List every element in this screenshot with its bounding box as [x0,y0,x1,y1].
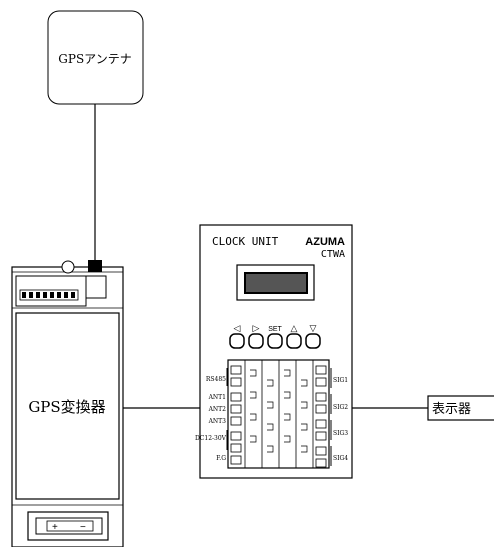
display-label: 表示器 [432,402,471,417]
set-button[interactable] [267,333,283,349]
up-button[interactable] [286,333,302,349]
terminal-label-dc: DC12-30V [195,435,227,442]
right-arrow-icon: ▷ [253,323,260,333]
left-terminal-labels: RS485 ANT1 ANT2 ANT3 DC12-30V F.G [195,376,227,462]
terminal-label-fg: F.G [216,455,226,462]
terminal-label-sig3: SIG3 [333,430,348,437]
display-device: 表示器 [427,395,494,421]
clock-unit: CLOCK UNIT AZUMA CTWA ◁ ▷ SET △ ▽ [195,224,353,479]
mount-hole [61,260,75,274]
battery [46,520,94,532]
left-arrow-icon: ◁ [234,323,241,333]
clock-unit-title: CLOCK UNIT [212,235,279,248]
up-arrow-icon: △ [291,323,298,333]
gps-antenna: GPSアンテナ [47,10,144,105]
set-label: SET [268,326,282,333]
down-arrow-icon: ▽ [310,323,317,333]
terminal-label-sig2: SIG2 [333,404,348,411]
left-button[interactable] [229,333,245,349]
gps-converter: GPS変換器 + − [11,260,124,547]
svg-text:−: − [80,522,86,533]
pin-row [22,292,75,298]
down-button[interactable] [305,333,321,349]
right-terminal-labels: SIG1 SIG2 SIG3 SIG4 [333,377,348,462]
terminal-label-sig4: SIG4 [333,455,348,462]
terminal-block [227,359,330,469]
terminal-label-rs485: RS485 [206,376,226,383]
terminal-label-ant3: ANT3 [208,418,227,425]
brand-label: AZUMA [305,236,345,248]
svg-text:+: + [52,522,58,533]
terminal-label-ant1: ANT1 [208,394,226,401]
gps-converter-label: GPS変換器 [28,398,105,416]
right-button[interactable] [248,333,264,349]
control-buttons: ◁ ▷ SET △ ▽ [229,323,321,349]
terminal-label-ant2: ANT2 [208,406,227,413]
terminal-label-sig1: SIG1 [333,377,348,384]
model-label: CTWA [321,249,345,260]
gps-antenna-label: GPSアンテナ [58,52,131,66]
antenna-connector [88,260,102,272]
